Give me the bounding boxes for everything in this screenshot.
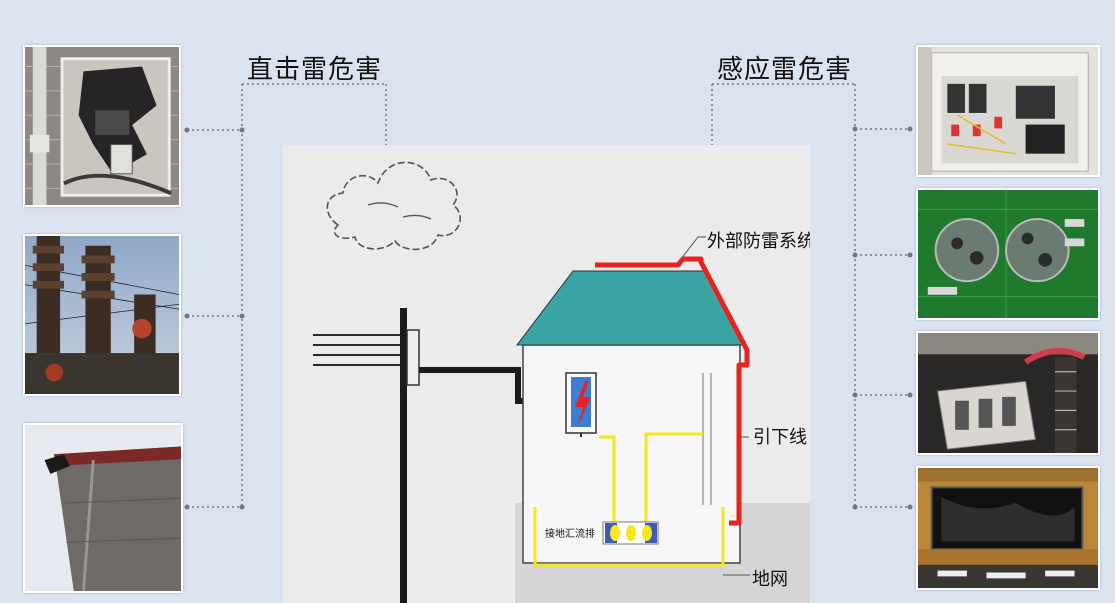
down-conductor-label: 引下线 (753, 427, 807, 448)
external-system-leader (680, 236, 706, 260)
cloud-icon (326, 161, 462, 251)
utility-pole (400, 308, 407, 603)
external-system-label: 外部防雷系统 (707, 231, 810, 252)
lightning-protection-diagram: 接地汇流排 外部防雷系统 引下线 地网 (283, 145, 810, 603)
busbar-terminals (605, 523, 657, 543)
lightning-bolt-icon (575, 381, 591, 427)
burnt-terminal-block-photo (916, 331, 1100, 455)
ground-grid-label: 地网 (752, 569, 788, 590)
pole-crossarm (406, 329, 420, 386)
burnt-equipment-photo (916, 466, 1100, 590)
direct-lightning-heading: 直击雷危害 (247, 55, 383, 85)
induced-lightning-heading: 感应雷危害 (717, 55, 853, 85)
lightning-conductor (595, 256, 750, 526)
damaged-meter-box-photo (23, 45, 181, 207)
damaged-distribution-cabinet-photo (916, 45, 1100, 177)
burnt-circuit-board-photo (916, 188, 1100, 320)
ground-busbar-label: 接地汇流排 (545, 527, 595, 540)
grounding-wires (533, 432, 725, 567)
damaged-roof-edge-photo (23, 423, 183, 593)
burnt-insulators-photo (23, 234, 181, 396)
